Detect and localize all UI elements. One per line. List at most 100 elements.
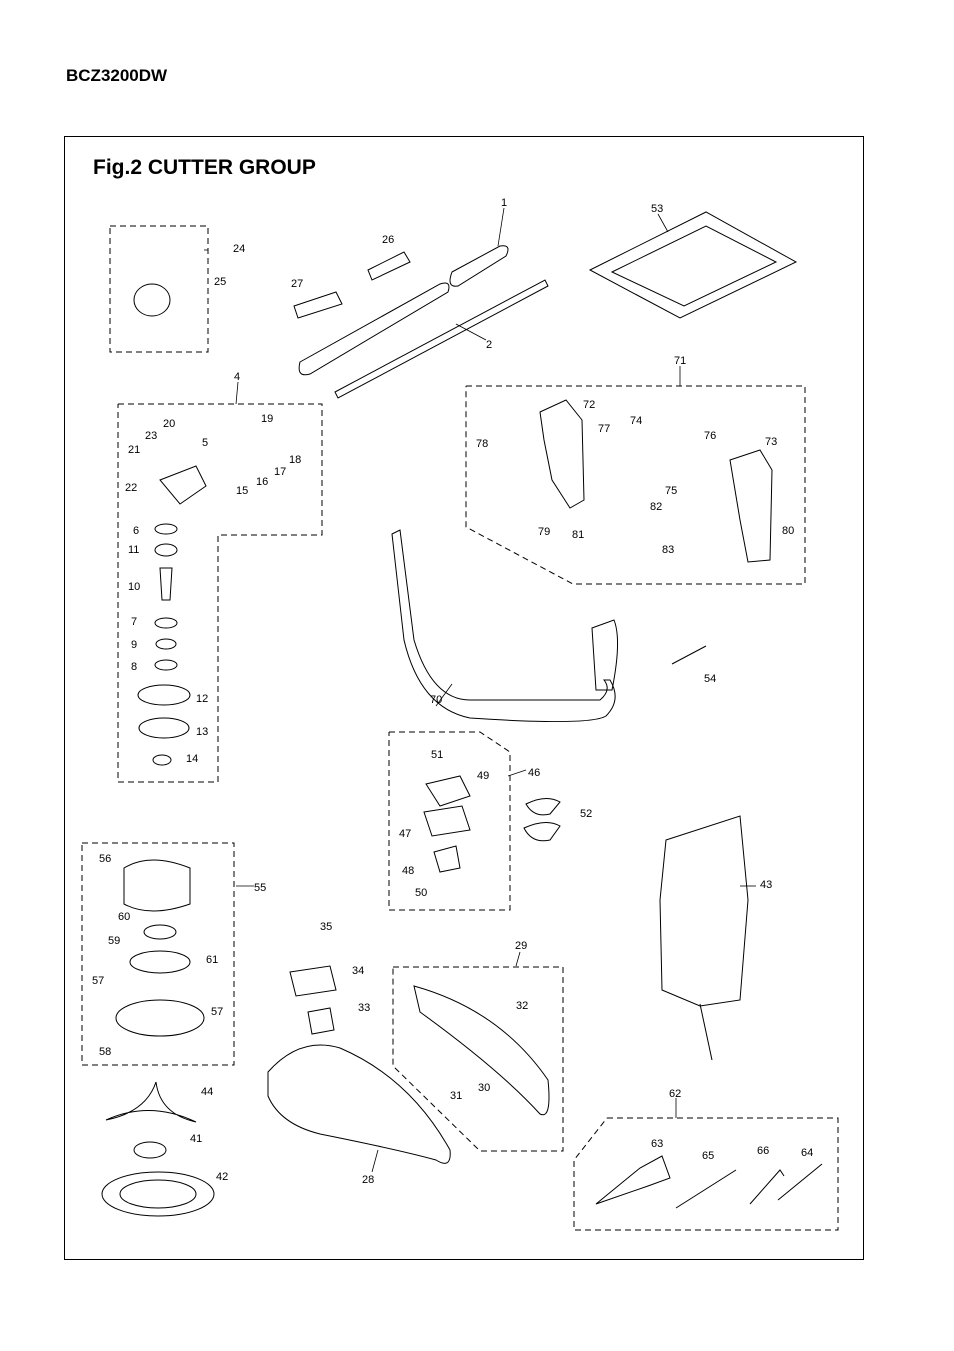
- gear-housing-5-shape: [159, 465, 207, 505]
- group-box-29: [392, 966, 564, 1152]
- cover-29-shape: [413, 985, 550, 1116]
- part-label-55: 55: [254, 882, 266, 894]
- part-label-61: 61: [206, 954, 218, 966]
- part-label-26: 26: [382, 234, 394, 246]
- grip-tube-27-shape: [293, 291, 343, 319]
- part-label-46: 46: [528, 767, 540, 779]
- holder-41-shape: [133, 1141, 167, 1159]
- part-label-15: 15: [236, 485, 248, 497]
- cushion-52a-shape: [525, 798, 561, 816]
- part-label-5: 5: [202, 437, 208, 449]
- part-label-33: 33: [358, 1002, 370, 1014]
- part-label-2: 2: [486, 339, 492, 351]
- part-label-83: 83: [662, 544, 674, 556]
- group-box-4: [117, 403, 323, 783]
- part-label-10: 10: [128, 581, 140, 593]
- model-number: BCZ3200DW: [66, 66, 168, 85]
- group-boxes: [81, 225, 839, 1231]
- plug-wrench-63-shape: [595, 1155, 671, 1205]
- part-label-27: 27: [291, 278, 303, 290]
- part-label-17: 17: [274, 466, 286, 478]
- tool-54-shape: [671, 645, 707, 665]
- spring-60-shape: [143, 924, 177, 940]
- part-label-77: 77: [598, 423, 610, 435]
- clamp-47-shape: [423, 805, 471, 837]
- nut-14-shape: [152, 754, 172, 766]
- part-label-65: 65: [702, 1150, 714, 1162]
- head-cover-56-shape: [123, 859, 191, 912]
- part-label-76: 76: [704, 430, 716, 442]
- part-label-48: 48: [402, 865, 414, 877]
- blade-44-shape: [105, 1081, 197, 1123]
- part-label-32: 32: [516, 1000, 528, 1012]
- harness-hook-line: [699, 1003, 713, 1061]
- part-label-20: 20: [163, 418, 175, 430]
- figure-title: Fig.2 CUTTER GROUP: [93, 156, 316, 179]
- spacer-33-shape: [307, 1007, 335, 1035]
- bracket-48-shape: [433, 845, 461, 873]
- part-label-66: 66: [757, 1145, 769, 1157]
- part-label-47: 47: [399, 828, 411, 840]
- bearing-8-shape: [154, 659, 178, 671]
- spindle-10-shape: [159, 567, 173, 601]
- part-label-62: 62: [669, 1088, 681, 1100]
- drive-shaft-shape: [334, 279, 549, 399]
- leader-lines: [204, 207, 756, 1173]
- part-label-35: 35: [320, 921, 332, 933]
- group-box-55: [81, 842, 235, 1066]
- part-label-19: 19: [261, 413, 273, 425]
- handle-grip-shape: [591, 619, 619, 691]
- pipe-shape: [298, 282, 450, 376]
- clamp-24-shape: [133, 283, 171, 317]
- part-label-41: 41: [190, 1133, 202, 1145]
- part-label-24: 24: [233, 243, 245, 255]
- part-label-21: 21: [128, 444, 140, 456]
- spool-59-shape: [129, 950, 191, 974]
- part-label-49: 49: [477, 770, 489, 782]
- part-label-4: 4: [234, 371, 240, 383]
- part-label-53: 53: [651, 203, 663, 215]
- ring-9-shape: [155, 638, 177, 650]
- throttle-cover-73-shape: [729, 449, 773, 563]
- part-number-labels: 1 2 4 5 6 7 8 9 10 11 12 13 14 15 16 17 …: [92, 197, 813, 1186]
- part-label-56: 56: [99, 853, 111, 865]
- part-label-50: 50: [415, 887, 427, 899]
- part-label-42: 42: [216, 1171, 228, 1183]
- part-label-79: 79: [538, 526, 550, 538]
- part-label-73: 73: [765, 436, 777, 448]
- bracket-34-shape: [289, 965, 337, 997]
- part-label-81: 81: [572, 529, 584, 541]
- part-label-57a: 57: [92, 975, 104, 987]
- handle-bar-70-shape: [391, 529, 616, 723]
- grip-tube-26-shape: [367, 251, 411, 281]
- part-label-80: 80: [782, 525, 794, 537]
- part-label-74: 74: [630, 415, 642, 427]
- part-label-25: 25: [214, 276, 226, 288]
- holder-12-shape: [137, 684, 191, 706]
- part-label-43: 43: [760, 879, 772, 891]
- harness-43-shape: [659, 815, 749, 1007]
- part-label-63: 63: [651, 1138, 663, 1150]
- part-label-34: 34: [352, 965, 364, 977]
- part-label-14: 14: [186, 753, 198, 765]
- part-label-23: 23: [145, 430, 157, 442]
- part-label-8: 8: [131, 661, 137, 673]
- grip-tube-1-shape: [449, 245, 509, 287]
- figure-frame: [64, 136, 864, 1260]
- part-label-59: 59: [108, 935, 120, 947]
- part-label-1: 1: [501, 197, 507, 209]
- group-box-62: [573, 1117, 839, 1231]
- cushion-52b-shape: [523, 822, 561, 842]
- part-label-75: 75: [665, 485, 677, 497]
- part-label-9: 9: [131, 639, 137, 651]
- part-label-72: 72: [583, 399, 595, 411]
- part-label-31: 31: [450, 1090, 462, 1102]
- part-label-6: 6: [133, 525, 139, 537]
- part-label-29: 29: [515, 940, 527, 952]
- protector-28-shape: [267, 1044, 451, 1164]
- clamp-49-shape: [425, 775, 471, 807]
- part-label-52: 52: [580, 808, 592, 820]
- part-label-71: 71: [674, 355, 686, 367]
- housing-58-shape: [115, 999, 205, 1037]
